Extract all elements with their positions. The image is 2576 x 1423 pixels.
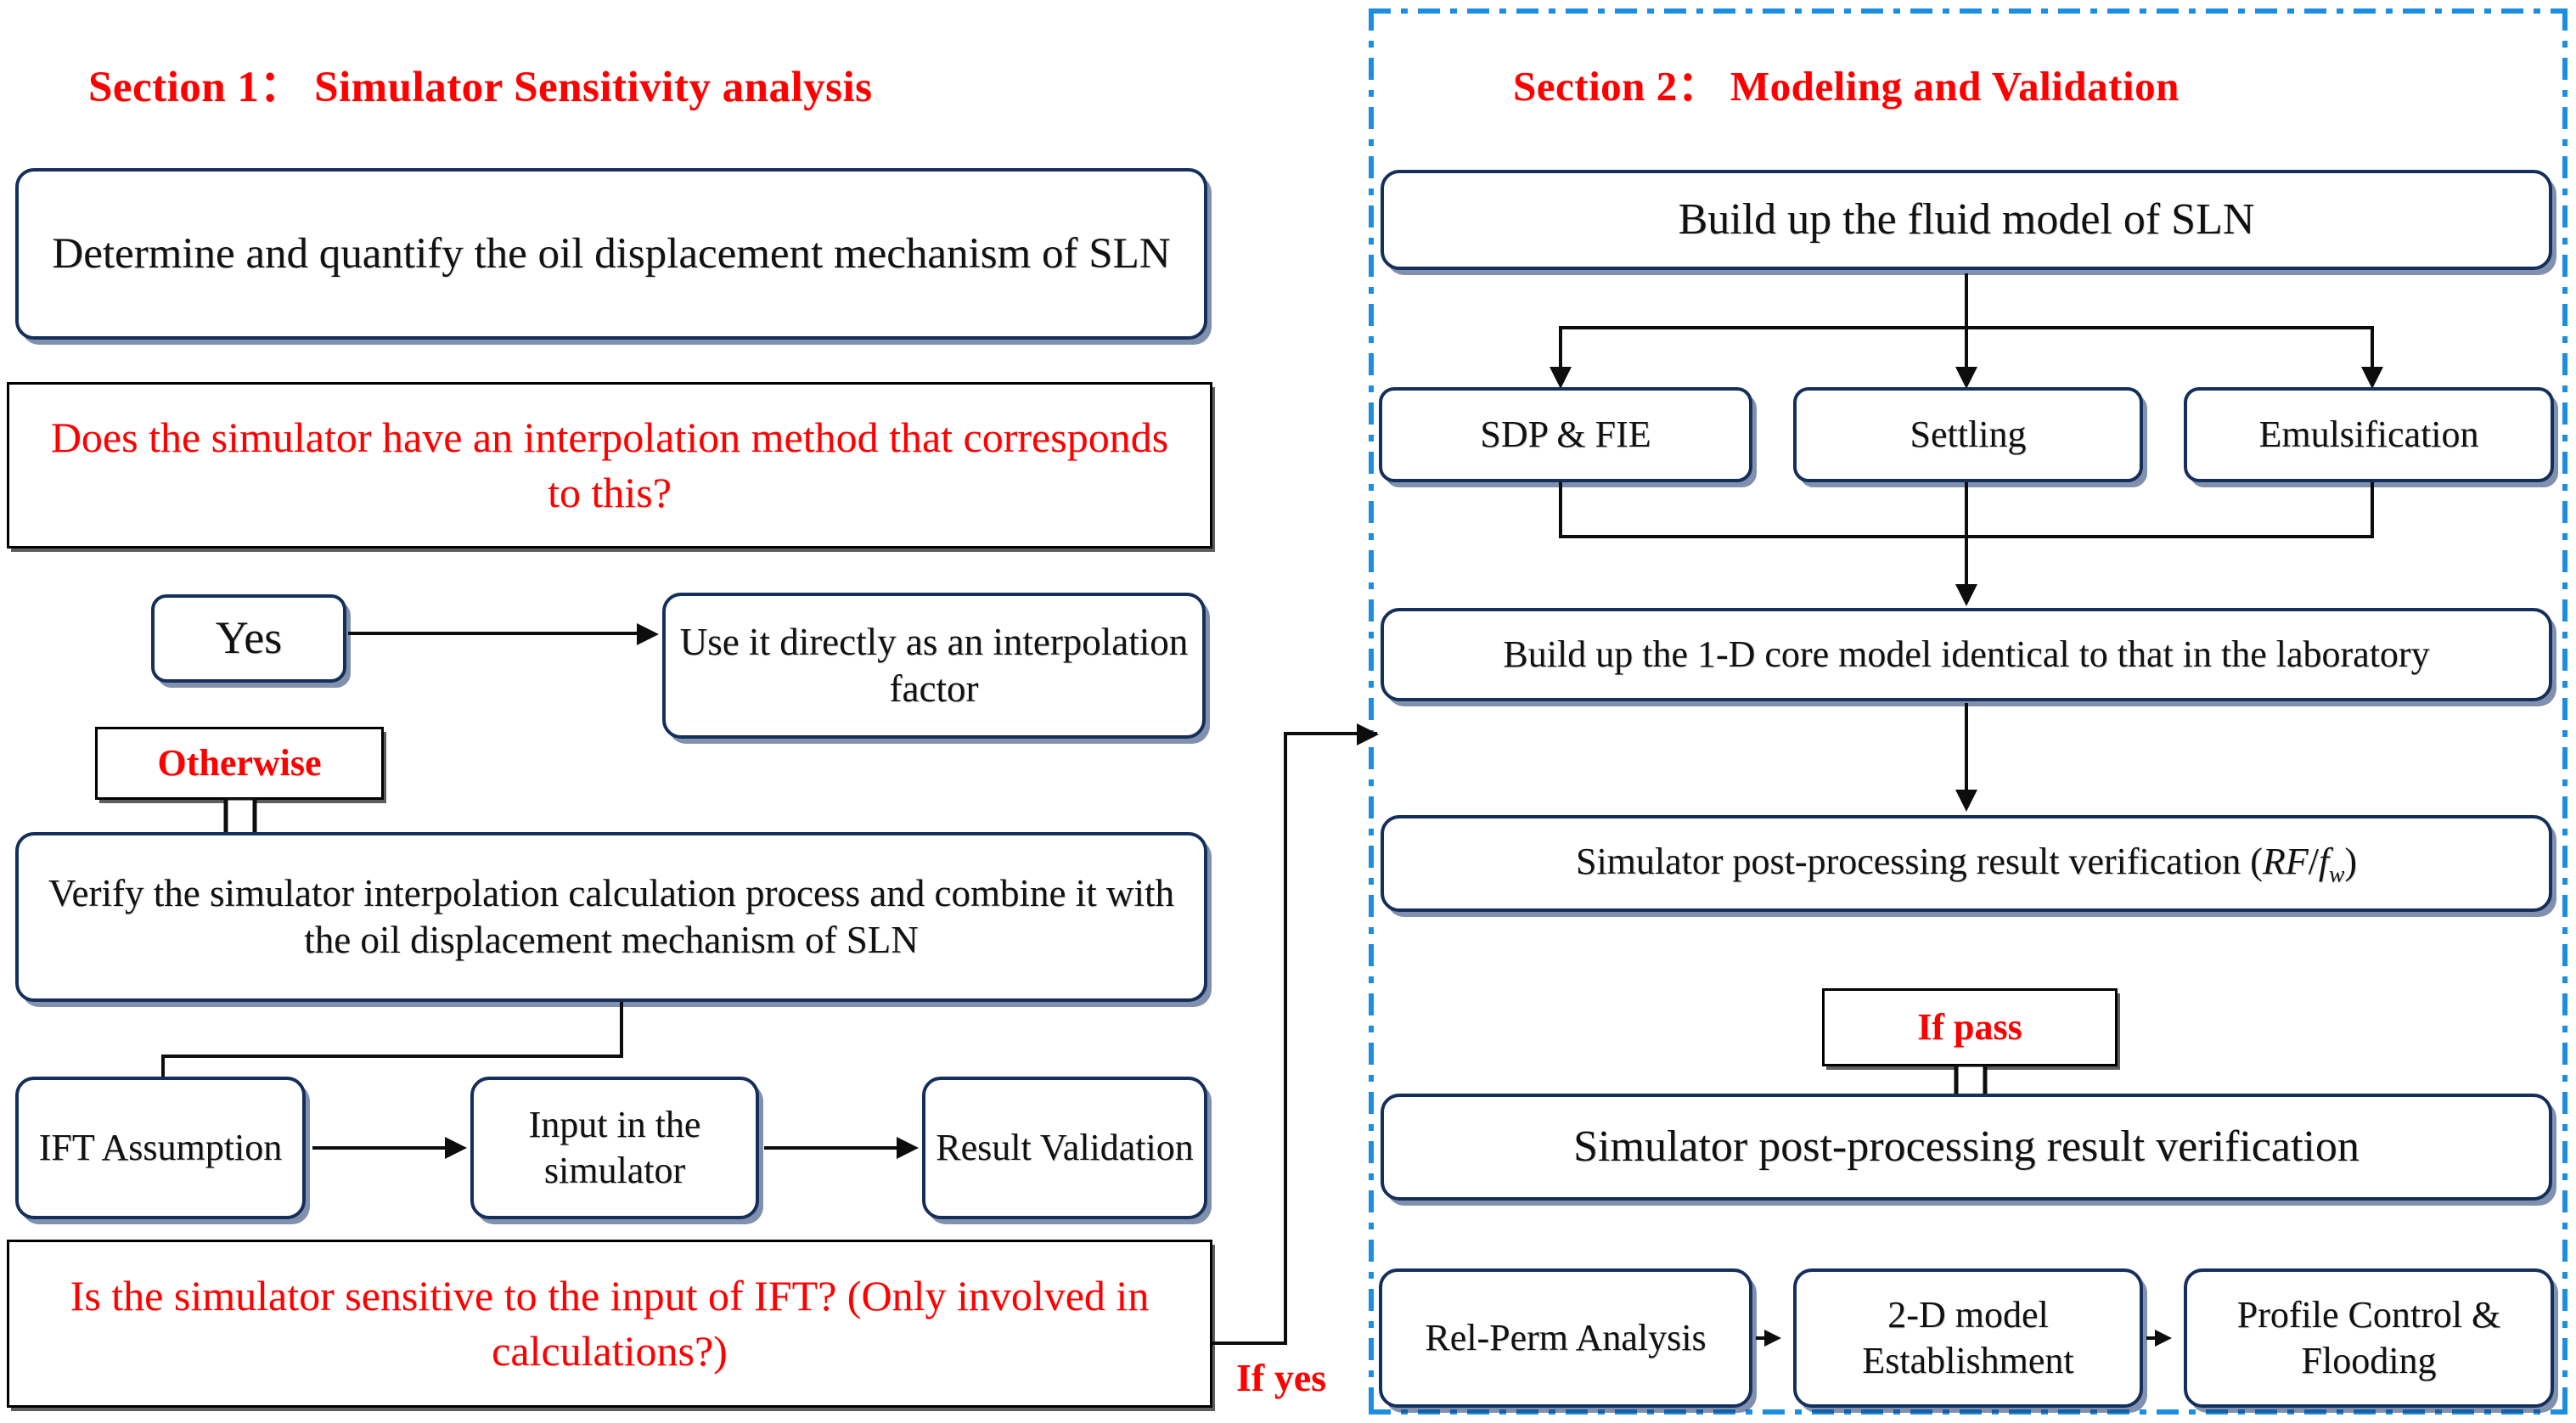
connector-fluid-down <box>1965 273 1968 328</box>
box-post-processing-verification[interactable]: Simulator post-processing result verific… <box>1381 1094 2552 1201</box>
box-otherwise[interactable]: Otherwise <box>95 727 384 800</box>
box-verify-interpolation[interactable]: Verify the simulator interpolation calcu… <box>15 832 1207 1002</box>
section2-title: Section 2： Modeling and Validation <box>1513 63 2179 110</box>
verification-f: f <box>2318 840 2330 882</box>
connector-fluid-branch-mid <box>1965 326 1968 372</box>
connector-ift-to-input <box>312 1146 448 1150</box>
box-determine-quantify[interactable]: Determine and quantify the oil displacem… <box>15 168 1207 340</box>
box-verification-rf-fw-label: Simulator post-processing result verific… <box>1392 839 2540 889</box>
connector-2dmodel-to-profile <box>2146 1336 2163 1340</box>
panel-border-bottom <box>1369 1409 2568 1415</box>
box-core-model[interactable]: Build up the 1-D core model identical to… <box>1381 608 2552 701</box>
box-2d-model-establishment-label: 2-D model Establishment <box>1862 1294 2074 1381</box>
box-use-directly[interactable]: Use it directly as an interpolation fact… <box>662 593 1206 739</box>
box-question-ift-sensitivity[interactable]: Is the simulator sensitive to the input … <box>7 1240 1212 1408</box>
connector-fluid-branch-left <box>1559 326 1562 372</box>
box-emulsification[interactable]: Emulsification <box>2184 387 2554 482</box>
box-ift-assumption-label: IFT Assumption <box>38 1127 283 1169</box>
box-yes-label: Yes <box>215 612 283 664</box>
box-settling-label: Settling <box>1910 413 2027 456</box>
verification-slash: / <box>2308 840 2319 882</box>
connector-emul-down <box>2371 482 2374 538</box>
connector-relperm-to-2dmodel <box>1756 1336 1773 1340</box>
box-core-model-label: Build up the 1-D core model identical to… <box>1503 633 2430 676</box>
connector-verify-down <box>620 1002 623 1058</box>
box-verify-interpolation-label: Verify the simulator interpolation calcu… <box>48 872 1174 961</box>
panel-border-top <box>1369 8 2568 14</box>
arrowhead-2dmodel-to-profile <box>2155 1330 2172 1347</box>
connector-fluid-branch-right <box>2371 326 2374 372</box>
verification-rf: RF <box>2262 840 2309 882</box>
box-use-directly-label: Use it directly as an interpolation fact… <box>679 621 1189 710</box>
box-otherwise-label: Otherwise <box>157 742 322 785</box>
arrowhead-core-to-verify <box>1955 790 1977 812</box>
box-sdp-fie[interactable]: SDP & FIE <box>1379 387 1752 482</box>
box-input-simulator[interactable]: Input in the simulator <box>470 1077 759 1219</box>
connector-merge-to-core <box>1965 482 1968 591</box>
arrowhead-merge-to-core <box>1955 584 1977 606</box>
box-rel-perm-analysis[interactable]: Rel-Perm Analysis <box>1379 1268 1752 1408</box>
box-rel-perm-analysis-label: Rel-Perm Analysis <box>1425 1317 1707 1359</box>
label-if-yes: If yes <box>1236 1356 1327 1399</box>
box-result-validation-label: Result Validation <box>936 1127 1194 1169</box>
box-fluid-model[interactable]: Build up the fluid model of SLN <box>1381 170 2552 270</box>
box-determine-quantify-label: Determine and quantify the oil displacem… <box>52 229 1171 278</box>
arrowhead-input-to-result <box>897 1137 919 1159</box>
box-post-processing-verification-label: Simulator post-processing result verific… <box>1573 1122 2359 1172</box>
connector-ifyes-into-core <box>1284 732 1377 735</box>
box-if-pass[interactable]: If pass <box>1822 988 2118 1066</box>
box-question-ift-sensitivity-label: Is the simulator sensitive to the input … <box>70 1272 1150 1375</box>
box-yes[interactable]: Yes <box>151 594 346 683</box>
arrowhead-ifyes-into-core <box>1357 723 1379 745</box>
arrowhead-to-sdp-fie <box>1550 367 1572 389</box>
box-verification-rf-fw[interactable]: Simulator post-processing result verific… <box>1381 815 2552 912</box>
connector-core-to-verify <box>1965 703 1968 798</box>
box-ift-assumption[interactable]: IFT Assumption <box>15 1077 306 1219</box>
arrowhead-ift-to-input <box>445 1137 467 1159</box>
box-question-interpolation-method[interactable]: Does the simulator have an interpolation… <box>7 382 1212 548</box>
verification-w: w <box>2329 861 2345 887</box>
connector-ifyes-up <box>1284 732 1287 1345</box>
box-2d-model-establishment[interactable]: 2-D model Establishment <box>1793 1268 2143 1408</box>
arrowhead-to-settling <box>1955 367 1977 389</box>
box-result-validation[interactable]: Result Validation <box>922 1077 1207 1219</box>
arrowhead-to-emulsification <box>2361 367 2383 389</box>
box-fluid-model-label: Build up the fluid model of SLN <box>1678 195 2255 245</box>
verification-suffix: ) <box>2344 840 2357 882</box>
arrowhead-yes-to-usedirectly <box>637 623 659 645</box>
box-emulsification-label: Emulsification <box>2258 413 2479 456</box>
box-input-simulator-label: Input in the simulator <box>528 1104 701 1191</box>
box-profile-control-flooding[interactable]: Profile Control & Flooding <box>2184 1268 2554 1408</box>
connector-yes-to-usedirectly <box>348 632 637 635</box>
panel-border-left <box>1369 8 1374 1415</box>
connector-sdp-down <box>1559 482 1562 538</box>
connector-verify-to-ift <box>161 1055 165 1085</box>
section1-title: Section 1： Simulator Sensitivity analysi… <box>88 64 873 111</box>
verification-prefix: Simulator post-processing result verific… <box>1575 840 2263 882</box>
panel-border-right <box>2562 8 2568 1415</box>
box-sdp-fie-label: SDP & FIE <box>1480 413 1651 456</box>
arrowhead-relperm-to-2dmodel <box>1764 1330 1781 1347</box>
box-profile-control-flooding-label: Profile Control & Flooding <box>2236 1294 2501 1381</box>
connector-verify-left <box>161 1055 623 1058</box>
connector-input-to-result <box>764 1146 900 1150</box>
box-question-interpolation-method-label: Does the simulator have an interpolation… <box>50 413 1169 516</box>
box-if-pass-label: If pass <box>1917 1006 2022 1049</box>
box-settling[interactable]: Settling <box>1793 387 2143 482</box>
connector-ifyes-right <box>1212 1341 1287 1345</box>
